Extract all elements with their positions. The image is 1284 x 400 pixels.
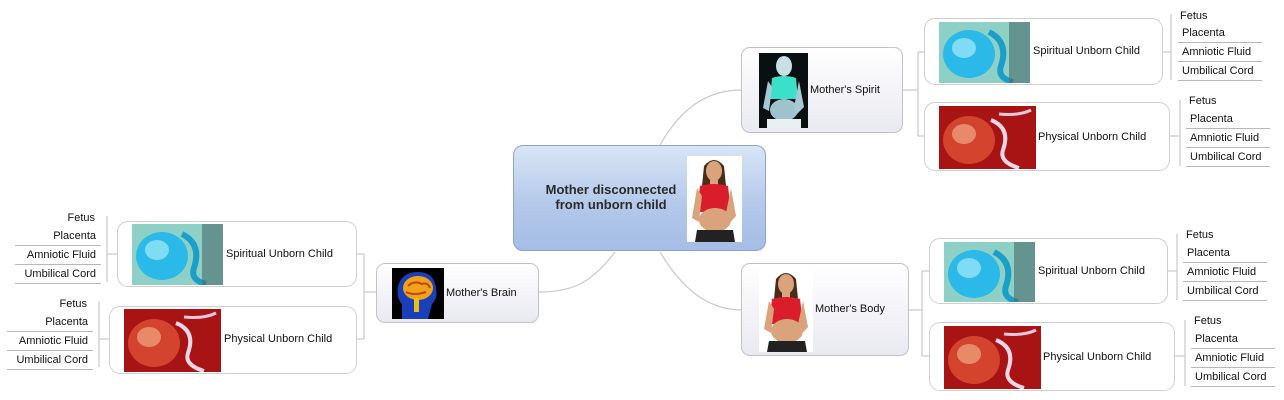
mothers-brain-label: Mother's Brain: [446, 287, 517, 299]
spirit-woman-image: [759, 53, 808, 128]
spiritual-fetus-image: [132, 224, 223, 285]
brain-spiritual-child-node[interactable]: Spiritual Unborn Child: [117, 221, 357, 287]
brain-image: [392, 268, 444, 319]
mothers-brain-node[interactable]: Mother's Brain: [376, 263, 539, 323]
central-title: Mother disconnected from unborn child: [545, 182, 677, 212]
leaf-placenta[interactable]: Placenta: [7, 313, 93, 332]
spiritual-child-label: Spiritual Unborn Child: [1033, 45, 1140, 57]
body-spiritual-child-node[interactable]: Spiritual Unborn Child: [929, 238, 1168, 304]
leaf-placenta[interactable]: Placenta: [1186, 110, 1270, 129]
mothers-spirit-node[interactable]: Mother's Spirit: [741, 47, 903, 133]
leaf-fetus[interactable]: Fetus: [59, 298, 87, 310]
leaf-amniotic-fluid[interactable]: Amniotic Fluid: [1178, 43, 1262, 62]
leaf-umbilical-cord[interactable]: Umbilical Cord: [1178, 62, 1262, 81]
pregnant-woman-image: [687, 156, 742, 242]
physical-child-label: Physical Unborn Child: [1038, 131, 1147, 143]
leaf-fetus[interactable]: Fetus: [1180, 10, 1208, 22]
leaf-umbilical-cord[interactable]: Umbilical Cord: [1183, 282, 1267, 301]
spiritual-fetus-image: [944, 242, 1035, 302]
physical-fetus-image: [944, 326, 1041, 389]
leaf-fetus[interactable]: Fetus: [67, 212, 95, 224]
spiritual-fetus-image: [939, 22, 1030, 83]
leaf-umbilical-cord[interactable]: Umbilical Cord: [1186, 148, 1270, 167]
leaf-fetus[interactable]: Fetus: [1194, 315, 1222, 327]
mothers-body-node[interactable]: Mother's Body: [741, 263, 909, 356]
leaf-umbilical-cord[interactable]: Umbilical Cord: [15, 265, 101, 284]
leaf-amniotic-fluid[interactable]: Amniotic Fluid: [1186, 129, 1270, 148]
leaf-fetus[interactable]: Fetus: [1189, 95, 1217, 107]
mothers-body-label: Mother's Body: [815, 303, 885, 315]
physical-child-label: Physical Unborn Child: [224, 333, 333, 345]
physical-child-label: Physical Unborn Child: [1043, 351, 1152, 363]
central-topic[interactable]: Mother disconnected from unborn child: [513, 145, 766, 251]
mothers-spirit-label: Mother's Spirit: [810, 84, 880, 96]
physical-fetus-image: [124, 309, 221, 372]
spiritual-child-label: Spiritual Unborn Child: [1038, 265, 1145, 277]
body-woman-image: [759, 269, 813, 352]
leaf-amniotic-fluid[interactable]: Amniotic Fluid: [15, 246, 101, 265]
leaf-amniotic-fluid[interactable]: Amniotic Fluid: [7, 332, 93, 351]
spirit-physical-child-node[interactable]: Physical Unborn Child: [924, 102, 1170, 171]
leaf-umbilical-cord[interactable]: Umbilical Cord: [7, 351, 93, 370]
leaf-fetus[interactable]: Fetus: [1186, 229, 1214, 241]
leaf-amniotic-fluid[interactable]: Amniotic Fluid: [1183, 263, 1267, 282]
leaf-placenta[interactable]: Placenta: [1178, 24, 1262, 43]
spiritual-child-label: Spiritual Unborn Child: [226, 248, 333, 260]
brain-physical-child-node[interactable]: Physical Unborn Child: [109, 306, 357, 374]
leaf-placenta[interactable]: Placenta: [15, 227, 101, 246]
leaf-amniotic-fluid[interactable]: Amniotic Fluid: [1191, 349, 1275, 368]
body-physical-child-node[interactable]: Physical Unborn Child: [929, 322, 1175, 391]
spirit-spiritual-child-node[interactable]: Spiritual Unborn Child: [924, 18, 1163, 85]
leaf-placenta[interactable]: Placenta: [1191, 330, 1275, 349]
leaf-umbilical-cord[interactable]: Umbilical Cord: [1191, 368, 1275, 387]
physical-fetus-image: [939, 106, 1036, 169]
leaf-placenta[interactable]: Placenta: [1183, 244, 1267, 263]
